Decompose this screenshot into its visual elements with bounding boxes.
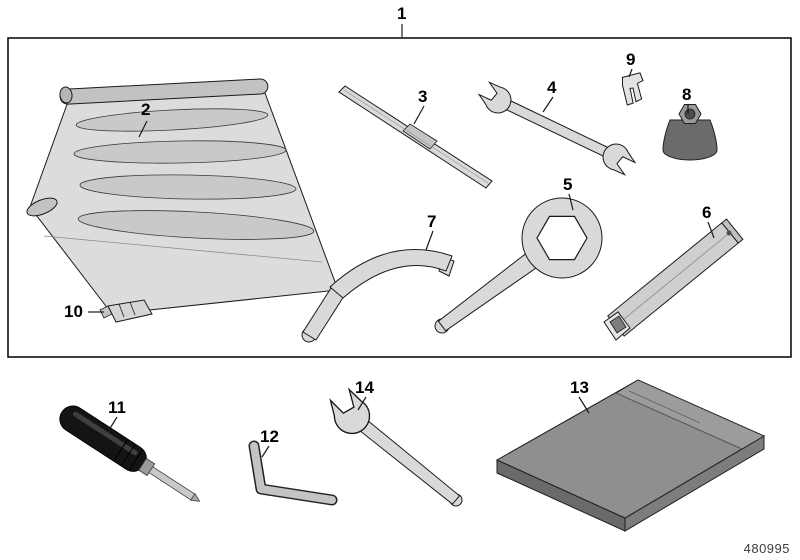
part-number: 480995 bbox=[743, 541, 790, 556]
callout-11[interactable]: 11 bbox=[108, 398, 126, 417]
callout-7[interactable]: 7 bbox=[427, 212, 437, 231]
tool-roll-drawing bbox=[26, 78, 339, 315]
callout-9[interactable]: 9 bbox=[626, 50, 636, 69]
double-open-end-wrench-drawing bbox=[475, 77, 639, 180]
open-end-wrench-drawing bbox=[323, 385, 463, 507]
kit-boundary-box bbox=[7, 37, 792, 358]
callout-1[interactable]: 1 bbox=[397, 4, 407, 23]
reversible-blade-drawing bbox=[338, 85, 493, 189]
tool-pouch-drawing bbox=[495, 379, 766, 532]
callout-14[interactable]: 14 bbox=[355, 378, 374, 397]
clip-drawing bbox=[99, 299, 153, 323]
hex-key-drawing bbox=[248, 440, 338, 506]
callout-3[interactable]: 3 bbox=[418, 87, 428, 106]
callout-2[interactable]: 2 bbox=[141, 100, 151, 119]
callout-13[interactable]: 13 bbox=[570, 378, 589, 397]
callout-5[interactable]: 5 bbox=[563, 175, 573, 194]
callout-8[interactable]: 8 bbox=[682, 85, 692, 104]
callout-6[interactable]: 6 bbox=[702, 203, 712, 222]
fuse-puller-drawing bbox=[621, 72, 644, 106]
cap-socket-drawing bbox=[662, 104, 718, 161]
callout-4[interactable]: 4 bbox=[547, 78, 557, 97]
callout-10[interactable]: 10 bbox=[64, 302, 83, 321]
screwdriver-drawing bbox=[59, 405, 201, 502]
leader-lines bbox=[88, 24, 715, 458]
tube-wrench-drawing bbox=[603, 218, 744, 341]
hook-wrench-drawing bbox=[301, 249, 455, 343]
callout-12[interactable]: 12 bbox=[260, 427, 279, 446]
hex-box-wrench-drawing bbox=[434, 197, 603, 334]
